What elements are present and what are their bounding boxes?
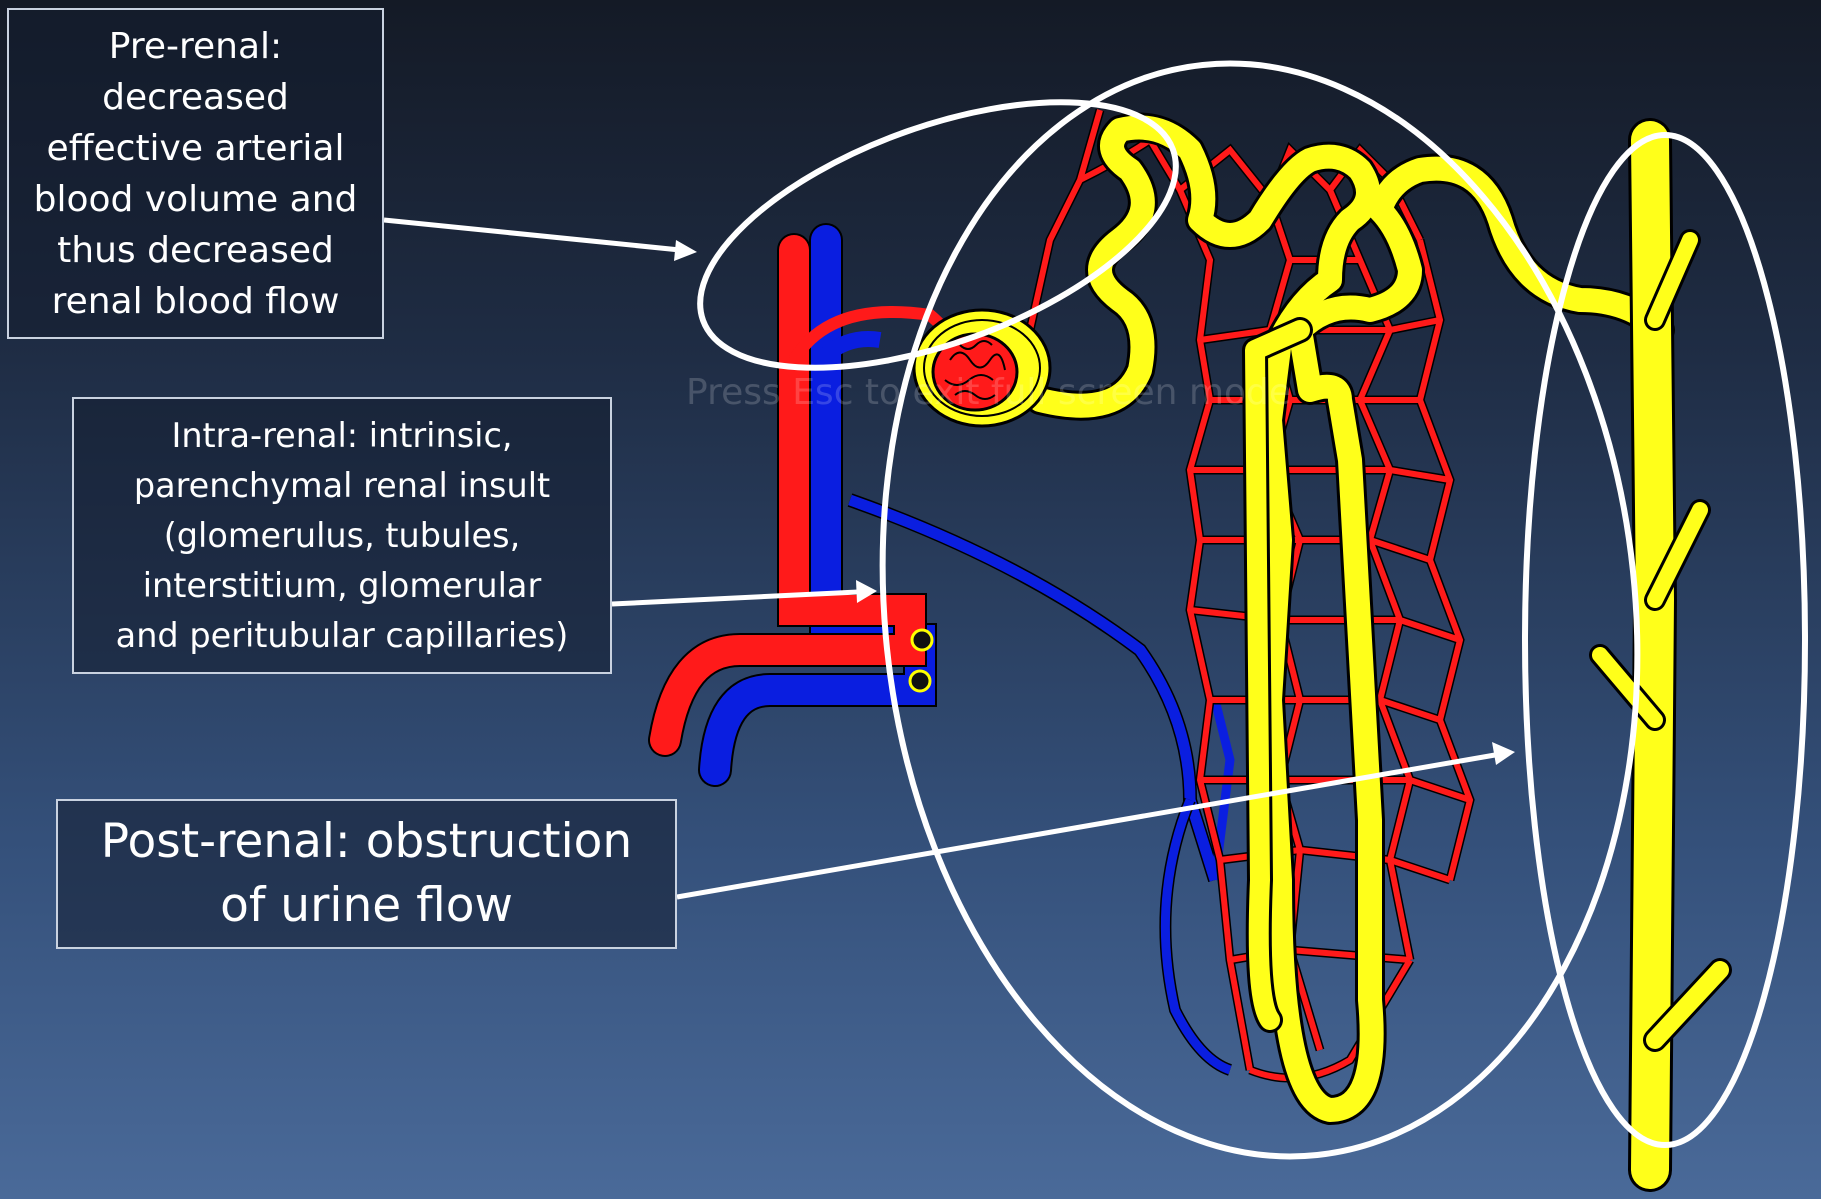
artery-opening [912, 630, 932, 650]
pre-renal-arrow [384, 220, 697, 261]
intra-renal-label: Intra-renal: intrinsic, parenchymal rena… [72, 397, 612, 674]
fullscreen-watermark: Press Esc to exit full screen mode [686, 372, 1291, 413]
vein-opening [910, 671, 930, 691]
pre-renal-label: Pre-renal: decreased effective arterial … [7, 8, 384, 339]
post-renal-label: Post-renal: obstruction of urine flow [56, 799, 677, 949]
